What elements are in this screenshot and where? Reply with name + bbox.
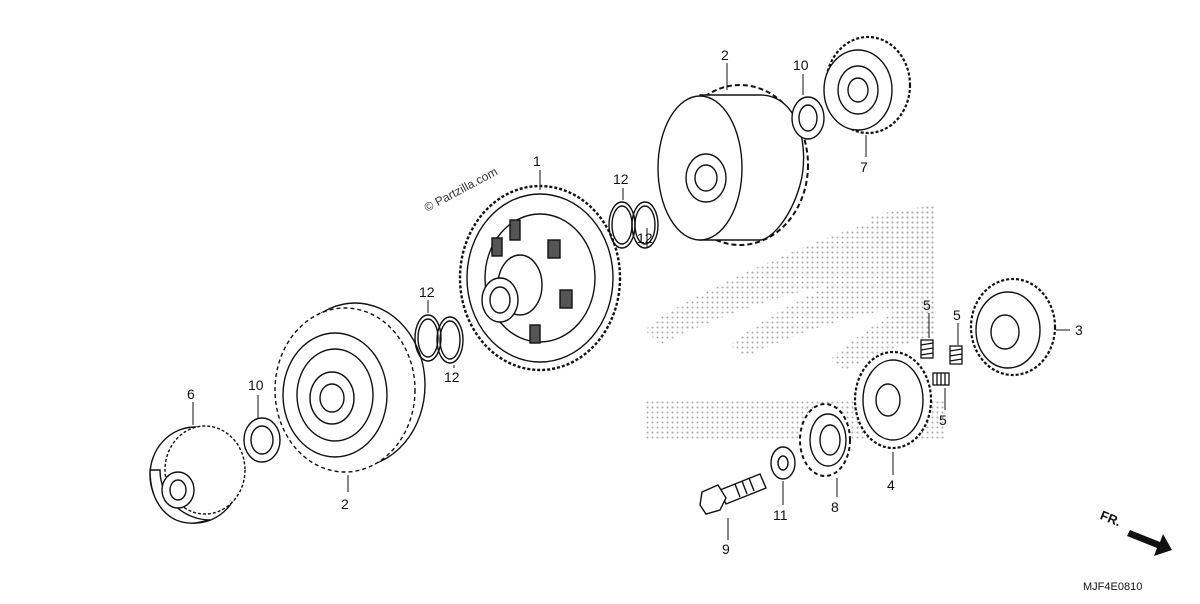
part-12-circlip-left-a[interactable] <box>414 314 442 362</box>
callout-5-c: 5 <box>939 412 947 428</box>
part-2-clutch-drum-right[interactable] <box>657 84 809 246</box>
callout-3: 3 <box>1075 322 1083 338</box>
callout-1: 1 <box>533 153 541 169</box>
part-8-sprocket[interactable] <box>799 403 851 477</box>
part-10-washer-right[interactable] <box>791 96 825 140</box>
callout-4: 4 <box>887 477 895 493</box>
callout-12-b: 12 <box>444 369 460 385</box>
part-2-clutch-drum-left[interactable] <box>274 302 426 473</box>
callout-12-a: 12 <box>419 284 435 300</box>
diagram-code: MJF4E0810 <box>1083 581 1142 593</box>
part-5-spring-c[interactable] <box>932 372 950 386</box>
callout-10-left: 10 <box>248 377 264 393</box>
front-direction-indicator: FR. <box>1098 508 1172 556</box>
part-6-gear[interactable] <box>149 425 246 524</box>
callout-2-right: 2 <box>721 47 729 63</box>
part-7-gear[interactable] <box>823 35 912 135</box>
callout-9: 9 <box>722 541 730 557</box>
callout-7: 7 <box>860 159 868 175</box>
part-9-bolt[interactable] <box>699 473 767 515</box>
callout-5-a: 5 <box>923 297 931 313</box>
arrow-right-icon <box>1127 530 1172 556</box>
callout-2-left: 2 <box>341 496 349 512</box>
leader-lines <box>192 63 1070 540</box>
part-5-spring-b[interactable] <box>949 345 963 365</box>
callout-labels: 1 2 2 3 4 5 5 5 6 7 8 9 10 10 11 12 12 1… <box>187 47 1083 557</box>
callout-5-b: 5 <box>953 307 961 323</box>
callout-8: 8 <box>831 499 839 515</box>
part-12-circlip-right-a[interactable] <box>608 201 636 249</box>
part-12-circlip-right-b[interactable] <box>631 201 659 249</box>
part-10-washer-left[interactable] <box>243 417 281 463</box>
part-12-circlip-left-b[interactable] <box>436 316 464 364</box>
callout-12-d: 12 <box>637 230 653 246</box>
callout-11: 11 <box>773 507 788 523</box>
callout-12-c: 12 <box>613 171 629 187</box>
part-5-spring-a[interactable] <box>920 339 934 359</box>
part-4-gear[interactable] <box>853 350 933 450</box>
callout-10-right: 10 <box>793 57 809 73</box>
callout-6: 6 <box>187 386 195 402</box>
direction-label: FR. <box>1098 508 1123 530</box>
part-11-washer[interactable] <box>770 446 796 480</box>
part-3-gear[interactable] <box>969 277 1057 377</box>
part-1-primary-gear[interactable] <box>458 184 622 372</box>
